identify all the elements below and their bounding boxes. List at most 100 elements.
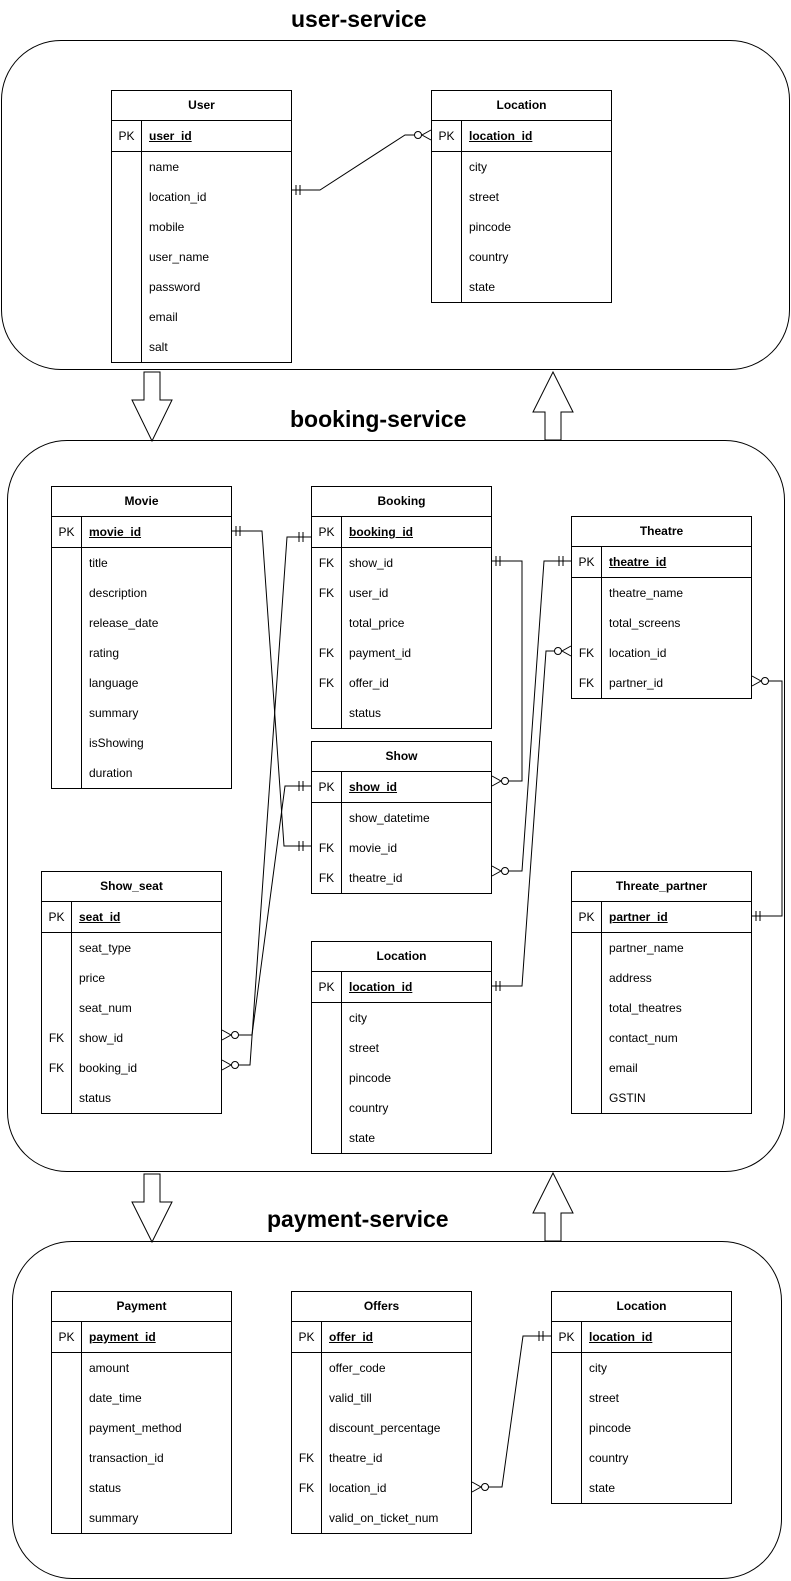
field-name: address <box>609 971 652 985</box>
field-name: seat_num <box>79 1001 132 1015</box>
field-name: city <box>589 1361 607 1375</box>
field-name: street <box>589 1391 620 1405</box>
entity-title: Location <box>312 942 491 972</box>
zero-or-many-marker <box>560 645 572 657</box>
field-name: email <box>149 310 178 324</box>
field-name: location_id <box>329 1481 387 1495</box>
field-name: booking_id <box>349 525 413 539</box>
attribute-row: state <box>432 272 611 302</box>
attribute-row: password <box>112 272 291 302</box>
field-name: amount <box>89 1361 130 1375</box>
attribute-row: rating <box>52 638 231 668</box>
one-mandatory-marker <box>755 911 761 921</box>
field-name: show_id <box>349 780 398 794</box>
attribute-row: description <box>52 578 231 608</box>
attribute-row: show_datetime <box>312 803 491 833</box>
key-type-label: FK <box>48 1061 65 1075</box>
field-name: payment_method <box>89 1421 182 1435</box>
rel-location-offers-line <box>472 1335 551 1488</box>
attribute-row: street <box>312 1033 491 1063</box>
crowfoot-markers <box>221 129 769 1493</box>
field-name: state <box>349 1131 376 1145</box>
one-mandatory-marker <box>495 556 501 566</box>
column-divider <box>601 933 602 1113</box>
key-type-label: PK <box>318 525 335 539</box>
attribute-row: country <box>312 1093 491 1123</box>
entity-title: Location <box>432 91 611 121</box>
one-mandatory-marker <box>495 981 501 991</box>
column-divider <box>321 1322 322 1352</box>
rel-movie-show-line <box>232 530 311 847</box>
column-divider <box>341 772 342 802</box>
zero-or-many-marker <box>751 675 763 687</box>
attribute-row: duration <box>52 758 231 788</box>
field-name: location_id <box>349 980 413 994</box>
field-name: release_date <box>89 616 159 630</box>
field-name: offer_id <box>349 676 389 690</box>
field-name: valid_till <box>329 1391 372 1405</box>
one-mandatory-marker <box>558 556 564 566</box>
key-type-label: PK <box>558 1330 575 1344</box>
attribute-row: status <box>312 698 491 728</box>
field-name: state <box>469 280 496 294</box>
service-flow-arrows <box>131 370 574 1244</box>
entity-title: Theatre <box>572 517 751 547</box>
attribute-row: date_time <box>52 1383 231 1413</box>
column-divider <box>71 902 72 932</box>
entity-title: Location <box>552 1292 731 1322</box>
entity-title: Movie <box>52 487 231 517</box>
attribute-row: total_screens <box>572 608 751 638</box>
field-name: theatre_id <box>349 871 403 885</box>
zero-or-many-marker <box>471 1481 483 1493</box>
field-name: status <box>89 1481 122 1495</box>
attribute-row: mobile <box>112 212 291 242</box>
rel-theatre-show-line <box>492 560 571 872</box>
entity-title: Show_seat <box>42 872 221 902</box>
rel-location-theatre-line <box>492 650 571 987</box>
one-mandatory-marker <box>298 841 304 851</box>
attribute-row: pincode <box>432 212 611 242</box>
field-name: date_time <box>89 1391 142 1405</box>
key-type-label: PK <box>578 555 595 569</box>
field-name: rating <box>89 646 120 660</box>
field-name: price <box>79 971 106 985</box>
one-mandatory-marker <box>235 526 241 536</box>
payment-service-title: payment-service <box>267 1206 449 1232</box>
column-divider <box>581 1322 582 1352</box>
field-name: partner_id <box>609 910 668 924</box>
field-name: street <box>349 1041 380 1055</box>
attribute-row: total_price <box>312 608 491 638</box>
field-name: GSTIN <box>609 1091 646 1105</box>
attribute-row: title <box>52 548 231 578</box>
attribute-row: GSTIN <box>572 1083 751 1113</box>
key-type-label: FK <box>578 646 595 660</box>
field-name: location_id <box>589 1330 653 1344</box>
column-divider <box>341 972 342 1002</box>
one-mandatory-marker <box>298 781 304 791</box>
field-name: salt <box>149 340 168 354</box>
field-name: country <box>349 1101 389 1115</box>
key-type-label: PK <box>48 910 65 924</box>
column-divider <box>81 1353 82 1533</box>
key-type-label: PK <box>318 980 335 994</box>
column-divider <box>601 547 602 577</box>
attribute-row: pincode <box>552 1413 731 1443</box>
field-name: booking_id <box>79 1061 138 1075</box>
attribute-row: salt <box>112 332 291 362</box>
